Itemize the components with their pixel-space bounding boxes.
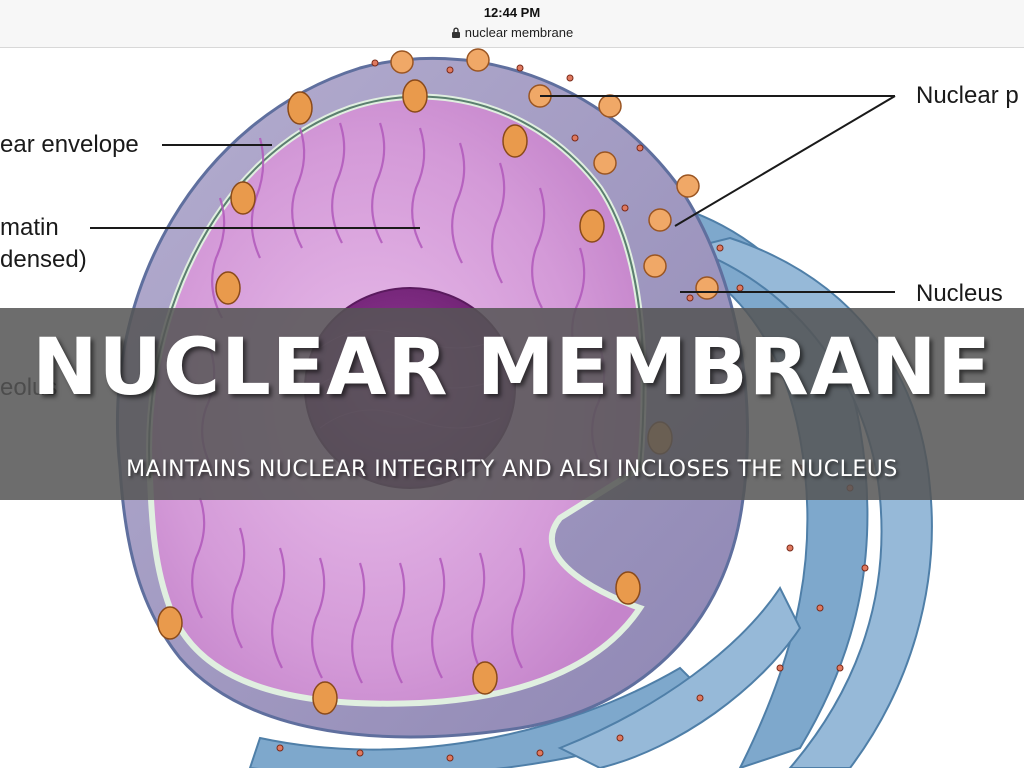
clock: 12:44 PM xyxy=(483,5,541,20)
label-nuclear-pores: Nuclear p xyxy=(916,82,1019,109)
label-chromatin-line1: matin xyxy=(0,214,59,241)
browser-status-bar: 12:44 PM nuclear membrane xyxy=(0,0,1024,48)
label-nuclear-envelope: ear envelope xyxy=(0,131,139,158)
slide-title: NUCLEAR MEMBRANE xyxy=(32,323,992,413)
address-bar[interactable]: nuclear membrane xyxy=(0,25,1024,40)
page-url: nuclear membrane xyxy=(464,25,574,40)
label-nucleus: Nucleus xyxy=(916,280,1003,307)
label-chromatin-line2: densed) xyxy=(0,246,87,273)
leader-lines xyxy=(90,95,896,293)
chromatin xyxy=(191,122,606,684)
slide-subtitle: MAINTAINS NUCLEAR INTEGRITY AND ALSI INC… xyxy=(126,457,898,482)
title-band xyxy=(0,308,1024,500)
lock-icon xyxy=(451,27,460,38)
ribosomes xyxy=(276,59,869,762)
